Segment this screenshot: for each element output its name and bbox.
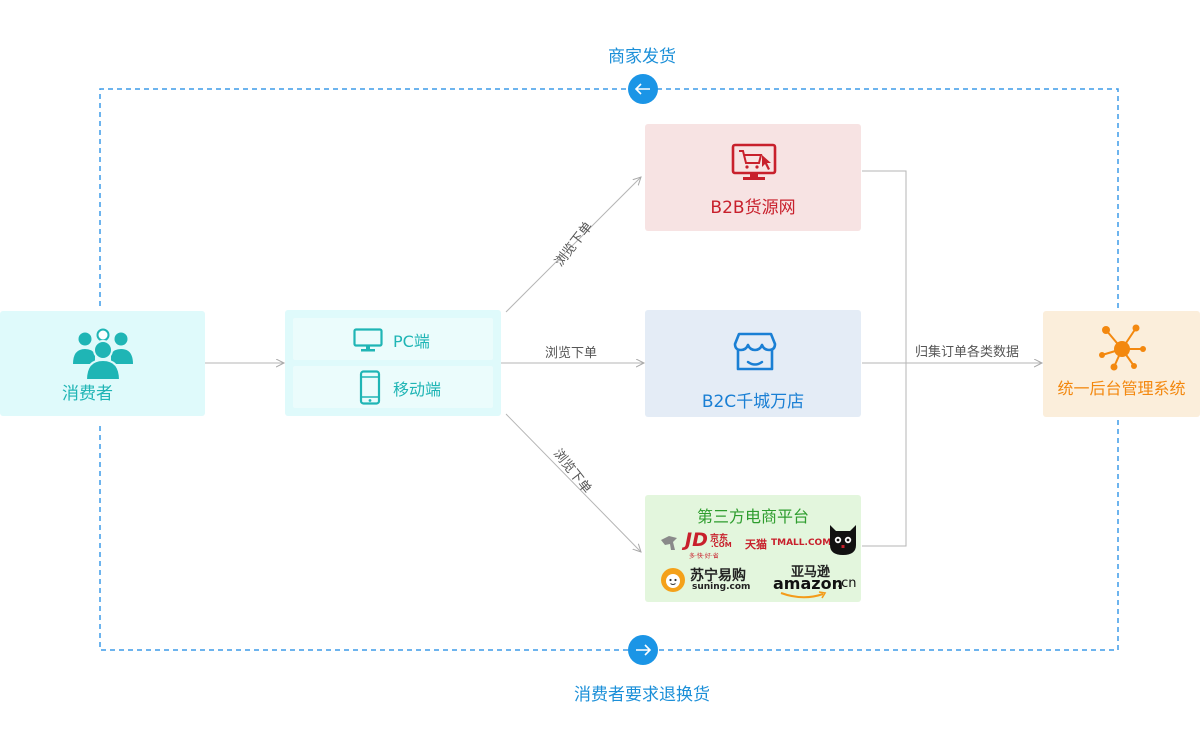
loop-left-arrow-button[interactable] — [628, 74, 658, 104]
device-label-mobile: 移动端 — [393, 380, 442, 399]
connector-to-b2b — [505, 177, 641, 313]
connector-third-to-backend — [862, 363, 907, 547]
b2b-platform-label: B2B货源网 — [710, 198, 796, 218]
consumer-return-label: 消费者要求退换货 — [574, 685, 710, 705]
connector-b2b-to-backend — [862, 170, 907, 363]
loop-right-arrow-button[interactable] — [628, 635, 658, 665]
backend-system-label: 统一后台管理系统 — [1057, 379, 1186, 398]
amazon-smile-icon — [780, 591, 827, 599]
device-label-pc: PC端 — [393, 332, 430, 351]
connector-to-third-party — [505, 413, 641, 552]
consumer-label: 消费者 — [62, 384, 113, 404]
jd-logo-slogan: 多·快·好·省 — [689, 553, 719, 560]
amazon-logo-en: amazon — [773, 574, 843, 593]
jd-dog-icon — [661, 536, 677, 550]
smartphone-icon — [359, 370, 381, 405]
jd-logo-com: .COM — [711, 541, 732, 549]
jd-logo-main: JD — [685, 529, 708, 551]
suning-logo-en: suning.com — [692, 582, 751, 592]
edge-label-to-backend: 归集订单各类数据 — [915, 345, 1020, 360]
third-party-platform-node[interactable]: 第三方电商平台 JD 京东 .COM 多·快·好·省 天猫 TMALL.COM … — [645, 495, 861, 602]
dashed-loop-border — [99, 88, 1119, 651]
third-party-platform-label: 第三方电商平台 — [696, 507, 809, 526]
network-hub-icon — [1099, 324, 1146, 371]
device-item-pc[interactable]: PC端 — [293, 318, 493, 360]
storefront-icon — [733, 332, 777, 371]
shopping-cart-screen-icon — [731, 143, 777, 180]
merchant-ship-label: 商家发货 — [608, 47, 676, 67]
arrow-right-icon — [636, 644, 652, 656]
monitor-icon — [353, 328, 383, 352]
b2c-platform-node[interactable]: B2C千城万店 — [645, 310, 861, 417]
amazon-logo-tld: .cn — [837, 576, 857, 591]
users-group-icon — [73, 328, 133, 380]
tmall-cat-icon — [830, 525, 856, 555]
suning-logo-cn: 苏宁易购 — [690, 568, 746, 584]
suning-lion-icon — [661, 568, 685, 592]
edge-label-to-b2c: 浏览下单 — [545, 346, 598, 361]
device-item-mobile[interactable]: 移动端 — [293, 366, 493, 408]
b2c-platform-label: B2C千城万店 — [701, 392, 805, 412]
tmall-logo-en: TMALL.COM — [771, 538, 832, 548]
b2b-platform-node[interactable]: B2B货源网 — [645, 124, 861, 231]
devices-node: PC端 移动端 — [285, 310, 501, 416]
amazon-logo-cn: 亚马逊 — [791, 565, 831, 580]
tmall-logo-cn: 天猫 — [745, 538, 767, 551]
consumer-node[interactable] — [0, 311, 205, 416]
backend-system-node[interactable]: 统一后台管理系统 — [1043, 311, 1200, 417]
arrow-left-icon — [634, 83, 650, 95]
jd-logo-cn: 京东 — [710, 534, 729, 544]
